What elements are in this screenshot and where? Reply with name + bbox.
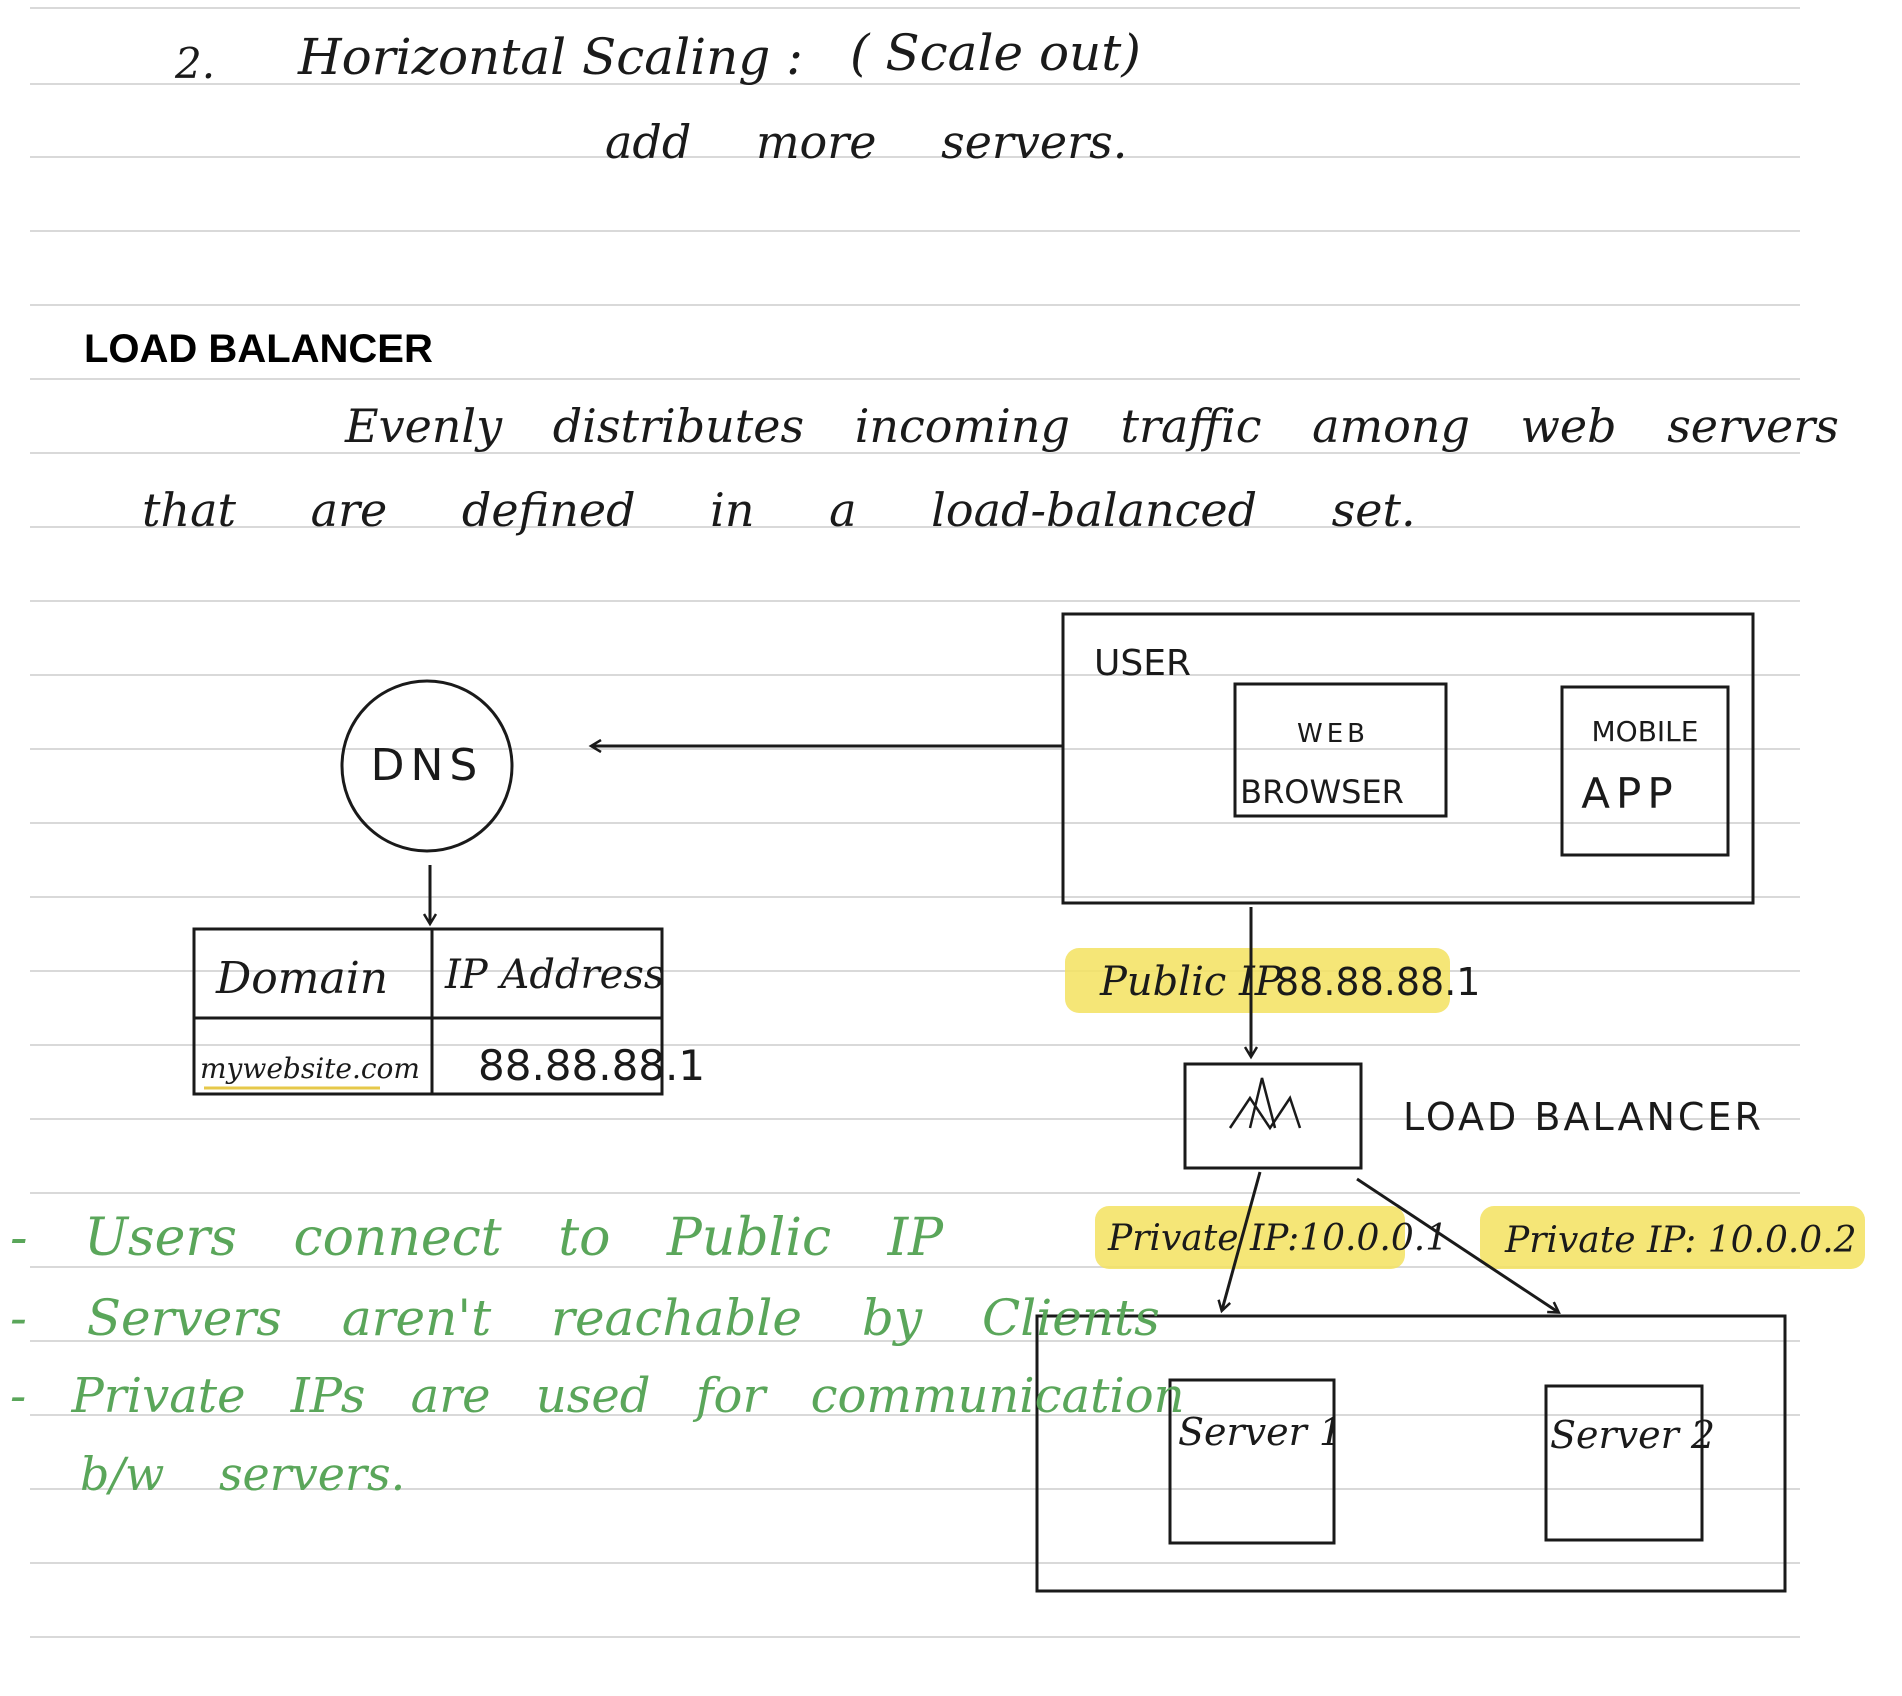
load-balancer-icon bbox=[1228, 1077, 1302, 1131]
private-ip-1-label: Private IP:10.0.0.1 bbox=[1107, 1218, 1448, 1259]
scaling-aside: ( Scale out) bbox=[850, 24, 1141, 82]
definition-line-1: Evenly distributes incoming traffic amon… bbox=[344, 399, 1839, 453]
servers-box: Server 1 Server 2 bbox=[1035, 1314, 1787, 1593]
load-balancer-label: LOAD BALANCER bbox=[1403, 1095, 1764, 1139]
mobile-app-label-1: MOBILE bbox=[1592, 715, 1699, 748]
dns-node: DNS bbox=[340, 679, 514, 853]
server-1-box bbox=[1168, 1378, 1336, 1545]
web-browser-label-2: BROWSER bbox=[1240, 773, 1404, 811]
user-box: USER WEB BROWSER MOBILE APP bbox=[1061, 612, 1755, 905]
lb-to-server2-arrow bbox=[1356, 1177, 1558, 1312]
private-ip-2-label: Private IP: 10.0.0.2 bbox=[1504, 1220, 1857, 1261]
green-note-3: - Private IPs are used for communication bbox=[10, 1368, 1185, 1424]
web-browser-label-1: WEB bbox=[1297, 719, 1369, 749]
public-ip-highlight bbox=[1065, 948, 1450, 1013]
section-title: LOAD BALANCER bbox=[84, 327, 433, 371]
lb-to-server1-arrow bbox=[1222, 1171, 1262, 1310]
green-note-1: - Users connect to Public IP bbox=[10, 1208, 944, 1268]
dns-label: DNS bbox=[371, 740, 484, 791]
server-2-label: Server 2 bbox=[1550, 1413, 1715, 1457]
scaling-number: 2. bbox=[174, 39, 215, 88]
ruled-lines bbox=[30, 7, 1800, 1638]
green-note-4: b/w servers. bbox=[80, 1447, 405, 1501]
table-cell-domain: mywebsite.com bbox=[200, 1052, 420, 1085]
table-header-ip: IP Address bbox=[444, 952, 664, 998]
server-2-box bbox=[1544, 1384, 1704, 1542]
green-notes: - Users connect to Public IP - Servers a… bbox=[10, 1208, 1185, 1501]
mobile-app-label-2: APP bbox=[1581, 769, 1678, 818]
mobile-app-box bbox=[1560, 685, 1730, 857]
web-browser-box bbox=[1233, 682, 1448, 818]
server-1-label: Server 1 bbox=[1178, 1410, 1343, 1454]
scaling-detail: add more servers. bbox=[605, 115, 1127, 169]
table-cell-ip: 88.88.88.1 bbox=[478, 1041, 705, 1090]
user-label: USER bbox=[1094, 643, 1191, 684]
private-ip-2-highlight bbox=[1480, 1206, 1865, 1269]
scaling-title: Horizontal Scaling : bbox=[297, 28, 803, 86]
dns-table: Domain IP Address mywebsite.com 88.88.88… bbox=[192, 927, 705, 1096]
public-ip-value: 88.88.88.1 bbox=[1275, 960, 1480, 1004]
definition-line-2: that are defined in a load-balanced set. bbox=[142, 483, 1416, 537]
table-header-domain: Domain bbox=[215, 953, 388, 1004]
load-balancer-node: LOAD BALANCER bbox=[1183, 1062, 1764, 1170]
public-ip-label: Public IP bbox=[1099, 959, 1283, 1005]
green-note-2: - Servers aren't reachable by Clients bbox=[10, 1289, 1160, 1347]
private-ip-1-highlight bbox=[1095, 1206, 1405, 1269]
